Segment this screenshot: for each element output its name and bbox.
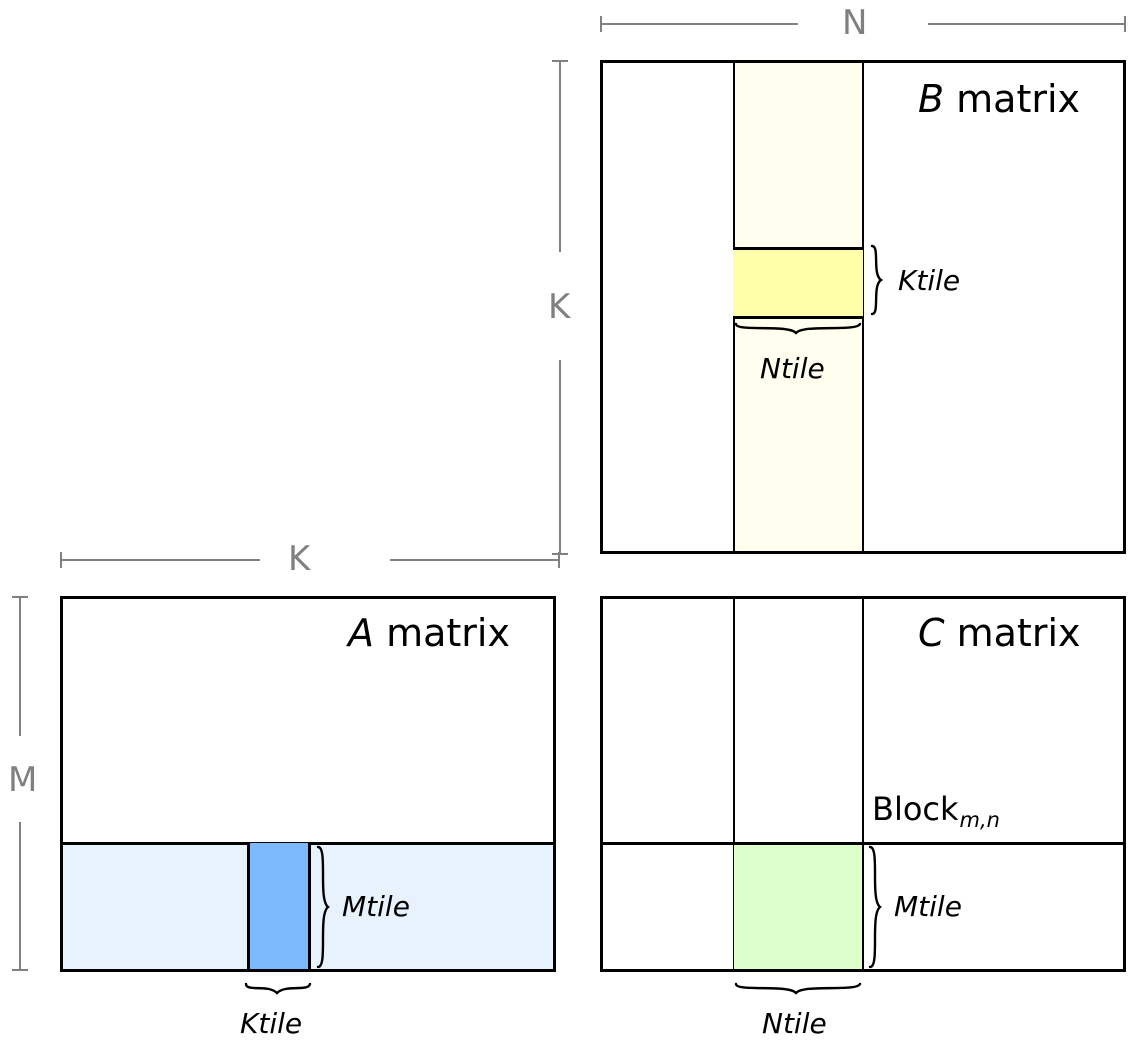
matrix-b-title-symbol: B <box>918 77 945 121</box>
matrix-c-column-left-rule <box>733 599 735 969</box>
matrix-c-tile <box>734 845 862 969</box>
matrix-b-title: B matrix <box>918 80 1080 118</box>
matrix-b <box>600 60 1126 554</box>
matrix-b-title-word: matrix <box>944 77 1081 121</box>
matrix-b-tile-label-ktile: Ktile <box>898 264 961 297</box>
matrix-c <box>600 596 1126 972</box>
dimension-bar-k-vertical <box>548 60 572 556</box>
matrix-c-row-top-rule <box>603 842 1123 845</box>
matrix-a-tile <box>247 843 311 969</box>
matrix-a-tile-label-ktile: Ktile <box>240 1007 303 1040</box>
dimension-label-n: N <box>842 3 868 43</box>
brace-c-mtile <box>866 845 892 969</box>
matrix-a-title: A matrix <box>348 614 510 652</box>
matrix-c-column-right-rule <box>862 599 864 969</box>
matrix-c-title: C matrix <box>918 614 1081 652</box>
matrix-c-block-label: Blockm,n <box>872 790 1000 831</box>
matrix-c-tile-label-ntile: Ntile <box>762 1007 827 1040</box>
matrix-b-strip-right-rule <box>862 63 864 551</box>
matrix-c-block-label-base: Block <box>872 790 959 828</box>
matrix-a-title-symbol: A <box>348 611 374 655</box>
matrix-a-tile-label-mtile: Mtile <box>342 890 410 923</box>
matrix-c-tile-label-mtile: Mtile <box>894 890 962 923</box>
matrix-b-tile <box>733 247 863 319</box>
matrix-b-tile-label-ntile: Ntile <box>760 352 825 385</box>
dimension-label-m: M <box>8 760 38 800</box>
matrix-a <box>60 596 556 972</box>
matrix-c-title-word: matrix <box>944 611 1081 655</box>
brace-a-ktile <box>244 980 312 1006</box>
brace-a-mtile <box>314 845 340 969</box>
brace-b-ntile <box>734 320 862 346</box>
matrix-c-block-label-subscript: m,n <box>959 808 1000 832</box>
dimension-bar-k-horizontal <box>60 548 560 572</box>
dimension-label-k-vertical: K <box>548 287 571 327</box>
dimension-bar-n <box>600 12 1126 36</box>
matrix-c-title-symbol: C <box>918 611 945 655</box>
brace-c-ntile <box>734 980 862 1006</box>
dimension-label-k-horizontal: K <box>288 539 311 579</box>
matrix-a-title-word: matrix <box>374 611 510 655</box>
brace-b-ktile <box>868 244 894 316</box>
dimension-bar-m <box>8 596 32 972</box>
